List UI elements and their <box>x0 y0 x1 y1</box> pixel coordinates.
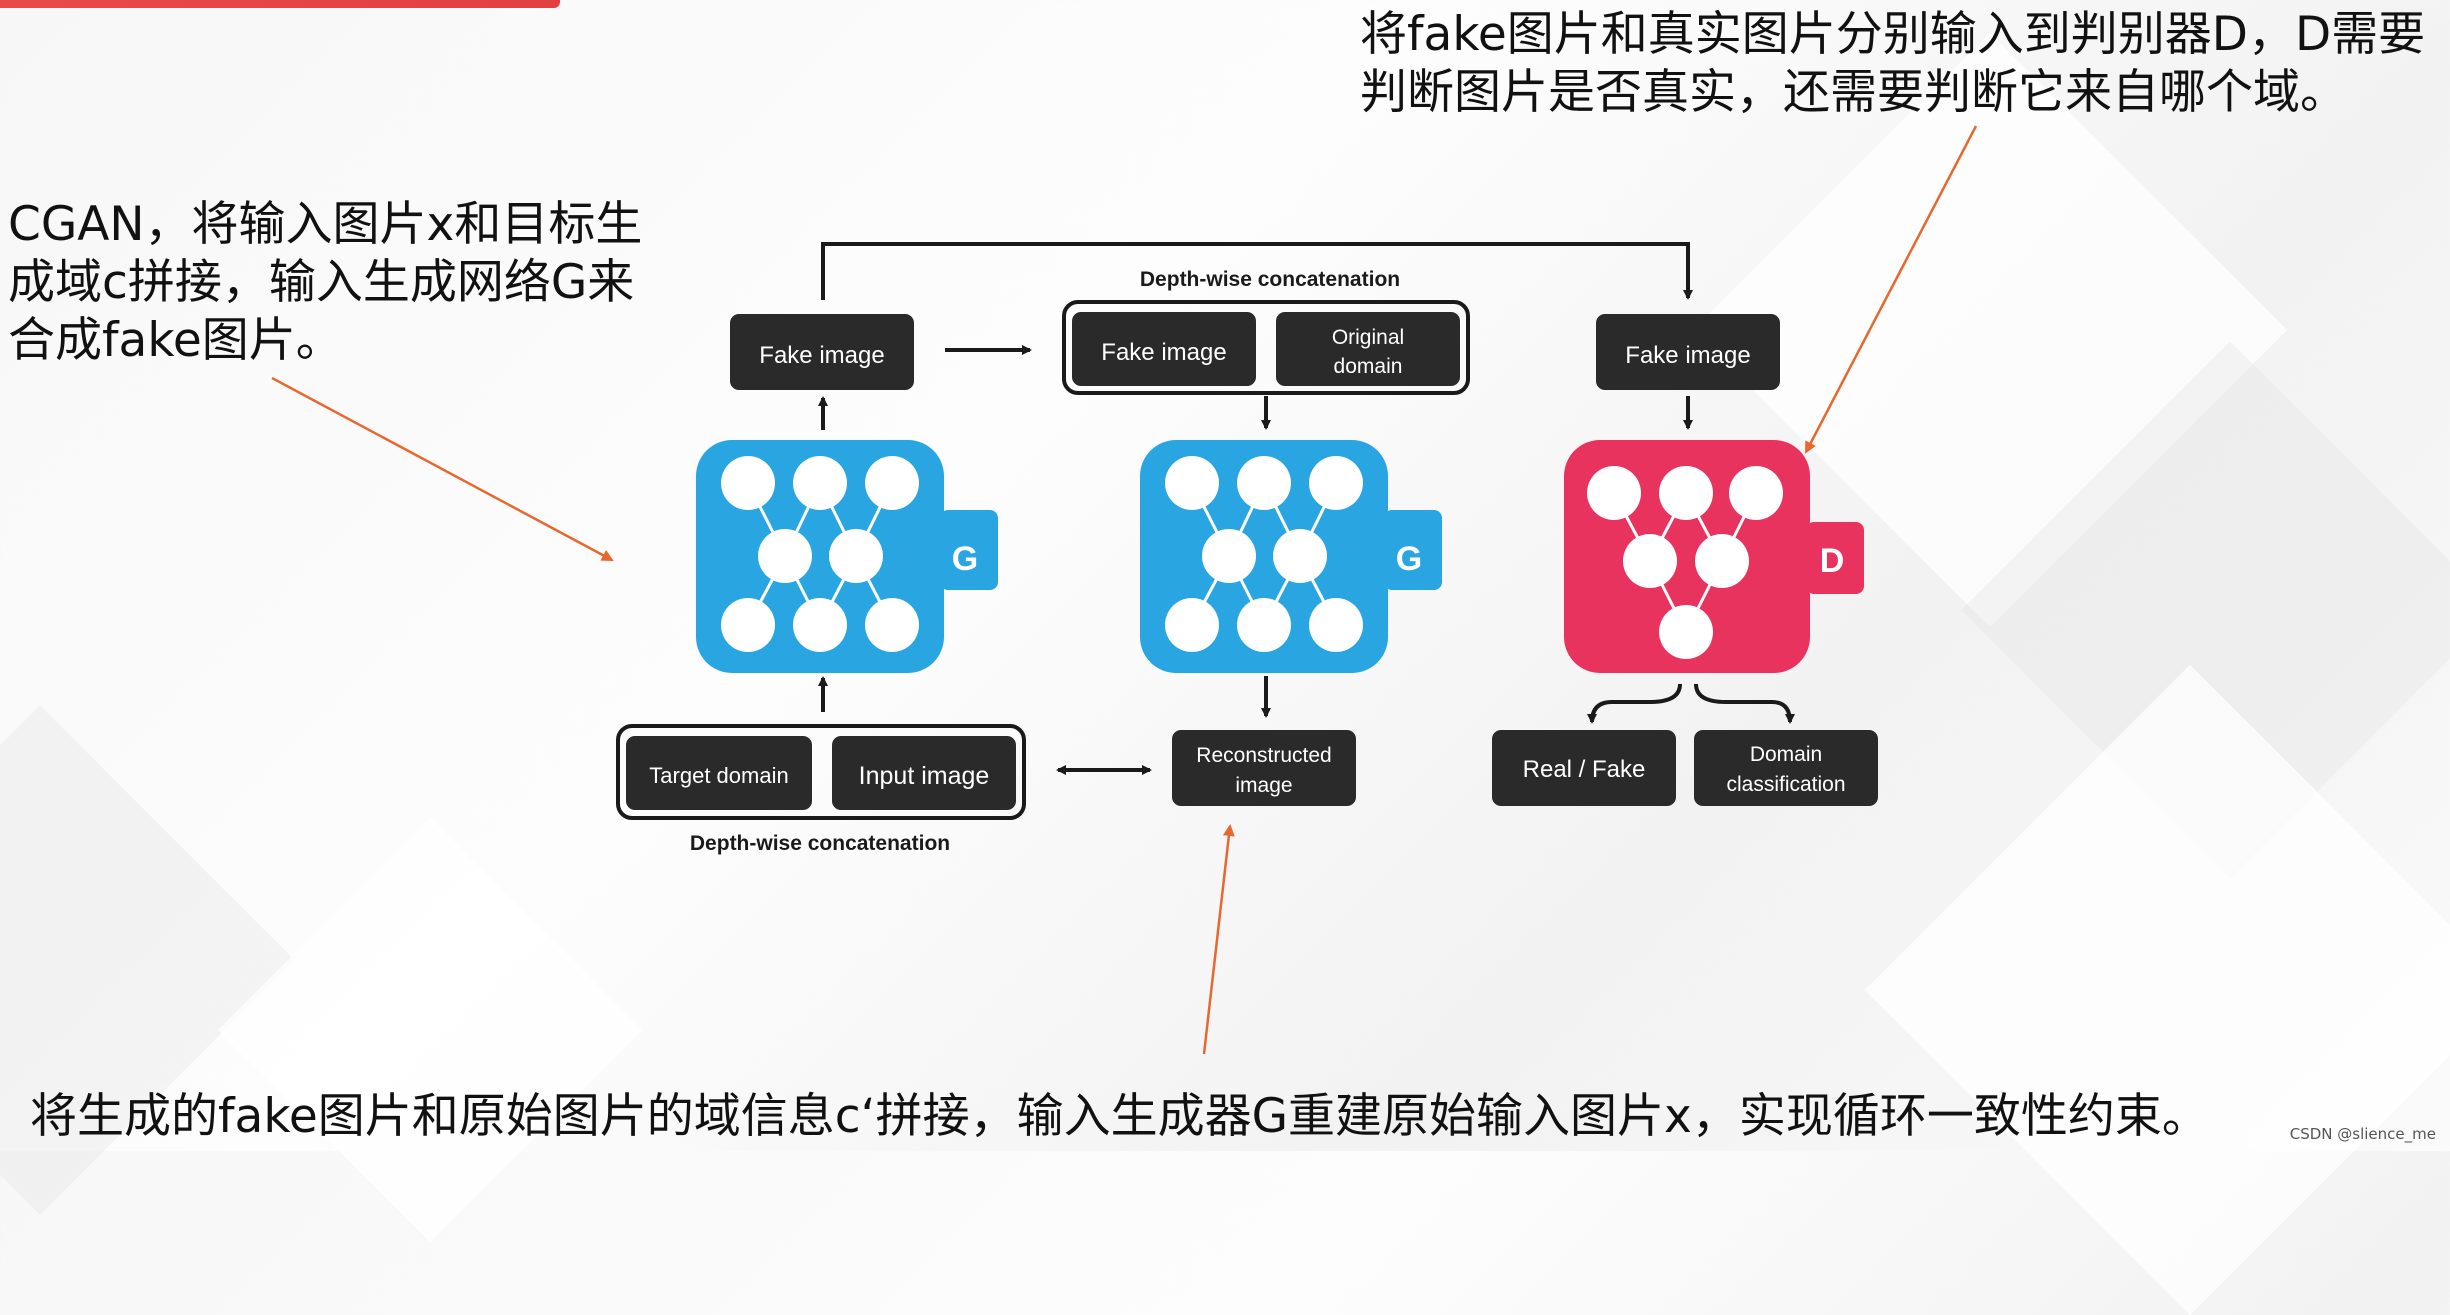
arrow-d-to-real-fake <box>1587 683 1682 724</box>
domain-classification-line2: classification <box>1726 773 1845 796</box>
concat-top-label: Depth-wise concatenation <box>1140 268 1400 291</box>
arrow-d-to-domain <box>1694 683 1795 724</box>
fake-image-label-1: Fake image <box>759 342 884 369</box>
feedback-arrow <box>821 242 1693 300</box>
stargan-diagram: Depth-wise concatenation Fake image Fake… <box>271 125 1978 1055</box>
fake-image-box-2: Fake image <box>1072 312 1256 386</box>
real-fake-label: Real / Fake <box>1523 756 1646 783</box>
concat-bottom-label: Depth-wise concatenation <box>690 832 950 855</box>
domain-classification-box: Domain classification <box>1694 730 1878 806</box>
annotation-arrow-left <box>271 376 614 562</box>
fake-image-label-3: Fake image <box>1625 342 1750 369</box>
fake-image-box-3: Fake image <box>1596 314 1780 390</box>
discriminator-letter: D <box>1820 542 1845 580</box>
generator-letter-1: G <box>952 540 978 578</box>
caption-bottom: 将生成的fake图片和原始图片的域信息c‘拼接，输入生成器G重建原始输入图片x，… <box>30 1089 2209 1144</box>
discriminator-network: D <box>1564 440 1864 673</box>
input-image-label: Input image <box>859 762 990 790</box>
generator-network-2: G <box>1140 440 1442 673</box>
watermark: CSDN @slience_me <box>2289 1125 2436 1143</box>
original-domain-label-line2: domain <box>1334 355 1403 378</box>
input-image-box: Input image <box>832 736 1016 810</box>
original-domain-label-line1: Original <box>1332 326 1404 349</box>
fake-image-label-2: Fake image <box>1101 339 1226 366</box>
concat-bottom-frame <box>616 724 1026 820</box>
original-domain-box: Original domain <box>1276 312 1460 386</box>
generator-letter-2: G <box>1396 540 1422 578</box>
domain-classification-line1: Domain <box>1750 743 1822 766</box>
target-domain-label: Target domain <box>649 763 788 788</box>
annotation-arrow-top-right <box>1804 125 1978 454</box>
caption-top-left: CGAN，将输入图片x和目标生成域c拼接，输入生成网络G来合成fake图片。 <box>8 197 643 368</box>
caption-top-right: 将fake图片和真实图片分别输入到判别器D，D需要判断图片是否真实，还需要判断它… <box>1360 7 2426 120</box>
title-strip <box>0 0 560 8</box>
reconstructed-label-line1: Reconstructed <box>1196 744 1331 767</box>
annotation-arrow-bottom <box>1202 824 1235 1055</box>
target-domain-box: Target domain <box>626 736 812 810</box>
reconstructed-label-line2: image <box>1235 774 1292 797</box>
generator-network-1: G <box>696 440 998 673</box>
concat-top-frame <box>1062 300 1470 395</box>
reconstructed-image-box: Reconstructed image <box>1172 730 1356 806</box>
real-fake-box: Real / Fake <box>1492 730 1676 806</box>
fake-image-box-1: Fake image <box>730 314 914 390</box>
